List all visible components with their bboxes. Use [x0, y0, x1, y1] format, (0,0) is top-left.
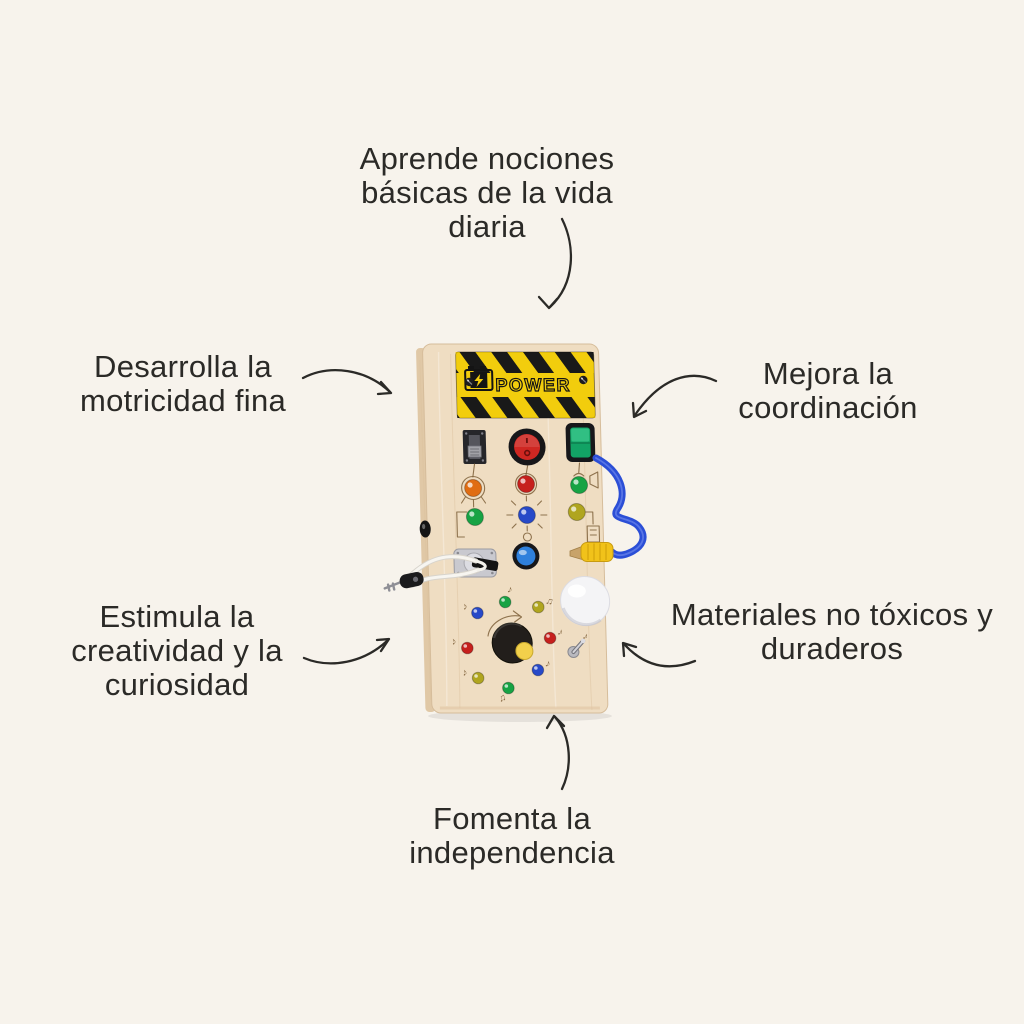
- rotary-knob: [487, 610, 534, 664]
- hazard-stripes-bottom: [456, 397, 596, 418]
- led-small-green-2: ♫: [497, 681, 515, 705]
- arrow-bottom: [545, 714, 570, 791]
- music-note-icon: ♪: [506, 584, 513, 596]
- arrow-top: [537, 217, 573, 310]
- led-small-olive: ♫: [531, 595, 555, 614]
- screw-right-icon: [579, 375, 588, 385]
- key-icon: [383, 571, 424, 592]
- led-green: [570, 462, 599, 494]
- led-small-red-2: ♪: [450, 636, 474, 655]
- music-note-icon: ♫: [497, 692, 508, 705]
- rocker-switch-red: [508, 428, 546, 466]
- busy-board: POWER: [383, 343, 647, 722]
- led-small-blue-2: ♪: [531, 658, 552, 677]
- music-note-icon: ♪: [461, 667, 468, 679]
- screw-left-icon: [465, 377, 474, 387]
- led-small-green: ♪: [498, 584, 513, 609]
- annotation-lower-left: Estimula la creatividad y la curiosidad: [71, 599, 283, 702]
- music-note-icon: ♪: [581, 631, 590, 643]
- led-small-red: ♪: [543, 627, 565, 645]
- arrow-upper-right: [631, 374, 718, 419]
- power-plate: POWER: [455, 351, 596, 419]
- led-small-olive-2: ♪: [461, 667, 485, 685]
- led-small-blue: ♪: [461, 601, 484, 620]
- arrow-lower-right: [621, 641, 697, 668]
- toggle-switch: ♪: [567, 631, 590, 658]
- arrow-upper-left: [301, 369, 393, 396]
- side-knob: [419, 520, 431, 538]
- annotation-lower-right: Materiales no tóxicos y duraderos: [670, 597, 994, 666]
- hazard-stripes-top: [455, 352, 595, 373]
- push-button-blue: [512, 542, 540, 570]
- dome-light: [560, 576, 611, 627]
- led-red: [514, 465, 538, 496]
- audio-cable: [569, 454, 647, 562]
- key-on-string: [383, 554, 487, 592]
- music-note-icon: ♫: [544, 595, 554, 608]
- slide-switch: [462, 430, 487, 464]
- led-green-2: [456, 508, 484, 538]
- power-label: POWER: [495, 375, 571, 395]
- annotation-upper-left: Desarrolla la motricidad fina: [79, 349, 287, 418]
- music-note-icon: ♪: [544, 658, 551, 670]
- music-note-icon: ♪: [461, 601, 469, 613]
- annotation-top: Aprende nociones básicas de la vida diar…: [359, 141, 615, 244]
- arrow-lower-left: [302, 637, 391, 665]
- annotation-upper-right: Mejora la coordinación: [738, 356, 918, 425]
- led-orange: [460, 463, 487, 508]
- battery-bolt-icon: [464, 366, 494, 391]
- music-note-icon: ♪: [556, 627, 565, 639]
- plug-yellow: [569, 542, 614, 562]
- rocker-switch-green: [565, 423, 596, 462]
- music-note-icon: ♪: [450, 636, 458, 648]
- annotation-bottom: Fomenta la independencia: [409, 801, 615, 870]
- led-blue-sun: [506, 495, 548, 542]
